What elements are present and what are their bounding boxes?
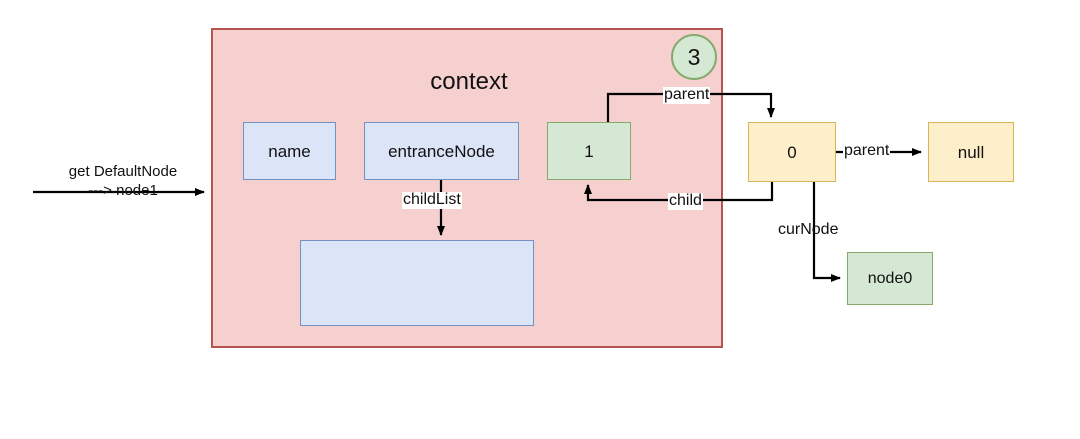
node-zero-label: 0	[787, 142, 797, 162]
null-box-label: null	[957, 142, 985, 162]
name-box[interactable]: name	[243, 122, 336, 180]
step-badge: 3	[671, 34, 717, 80]
entry-arrow-label-line2: ---> node1	[88, 181, 158, 199]
node-one-box[interactable]: 1	[547, 122, 631, 180]
child-loop-edge-label: child	[668, 192, 703, 210]
entrance-node-label: entranceNode	[388, 141, 495, 161]
cur-node-target-box[interactable]: node0	[847, 252, 933, 305]
parent-null-edge-label: parent	[843, 142, 891, 160]
entry-arrow-label: get DefaultNode ---> node1	[38, 163, 208, 201]
step-badge-label: 3	[687, 43, 701, 70]
node-zero-box[interactable]: 0	[748, 122, 836, 182]
parent-loop-edge-label: parent	[663, 86, 711, 104]
child-list-container[interactable]: node0	[300, 240, 534, 326]
entry-arrow-label-line1: get DefaultNode	[68, 163, 178, 180]
entrance-node-box[interactable]: entranceNode	[364, 122, 519, 180]
null-box[interactable]: null	[928, 122, 1014, 182]
childlist-edge-label: childList	[402, 191, 462, 209]
context-title: context	[430, 68, 508, 95]
cur-node-target-label: node0	[867, 269, 913, 287]
curnode-edge-label: curNode	[778, 221, 839, 238]
node-one-label: 1	[584, 141, 594, 161]
name-box-label: name	[268, 141, 311, 161]
